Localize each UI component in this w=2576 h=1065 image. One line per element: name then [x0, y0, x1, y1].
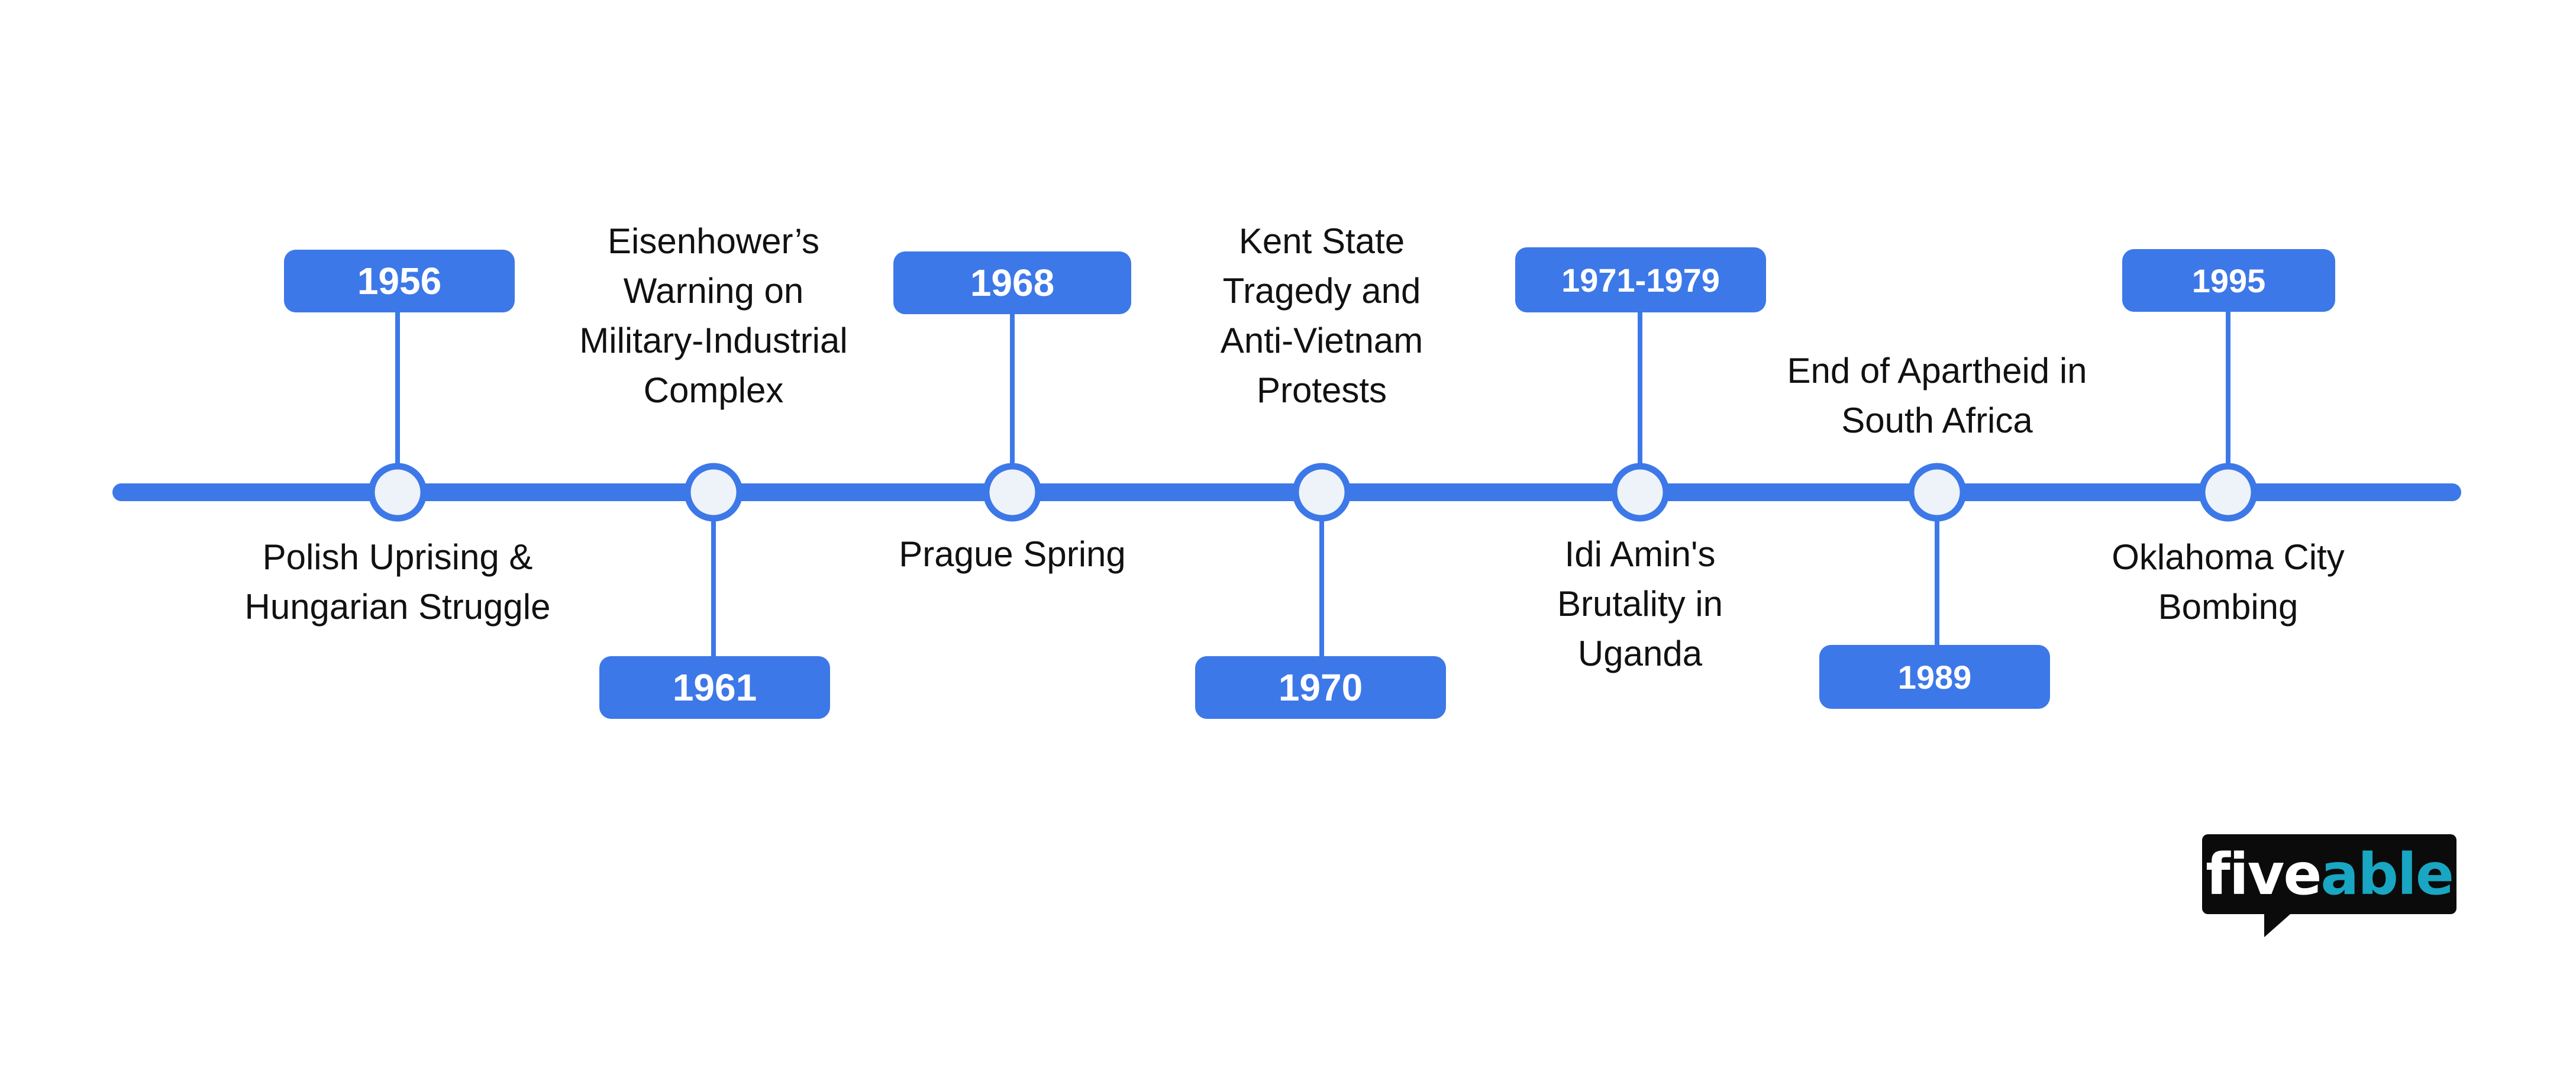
timeline-node: [684, 463, 743, 522]
year-badge: 1989: [1819, 645, 2050, 709]
event-label: Idi Amin's Brutality in Uganda: [1557, 534, 1723, 673]
timeline-node: [1907, 463, 1967, 522]
event-label: Prague Spring: [899, 534, 1126, 574]
timeline-node: [1292, 463, 1351, 522]
event-label: Eisenhower’s Warning on Military-Industr…: [579, 221, 848, 410]
logo-speech-tail: [2264, 910, 2295, 937]
logo-text-able: able: [2320, 841, 2454, 908]
year-badge: 1971-1979: [1515, 247, 1766, 312]
year-badge: 1956: [284, 250, 515, 312]
timeline-node: [2199, 463, 2258, 522]
event-label: Polish Uprising & Hungarian Struggle: [244, 537, 551, 627]
timeline-node: [368, 463, 427, 522]
event-label: Kent State Tragedy and Anti-Vietnam Prot…: [1220, 221, 1423, 410]
year-badge: 1970: [1195, 656, 1446, 719]
year-badge: 1995: [2122, 249, 2335, 312]
logo-background: [2202, 834, 2456, 914]
logo-text-five: five: [2206, 841, 2322, 908]
timeline-node: [1610, 463, 1670, 522]
year-badge: 1961: [599, 656, 830, 719]
timeline-node: [983, 463, 1042, 522]
event-label: Oklahoma City Bombing: [2112, 537, 2345, 627]
year-badge: 1968: [893, 251, 1131, 314]
event-label: End of Apartheid in South Africa: [1787, 351, 2087, 440]
